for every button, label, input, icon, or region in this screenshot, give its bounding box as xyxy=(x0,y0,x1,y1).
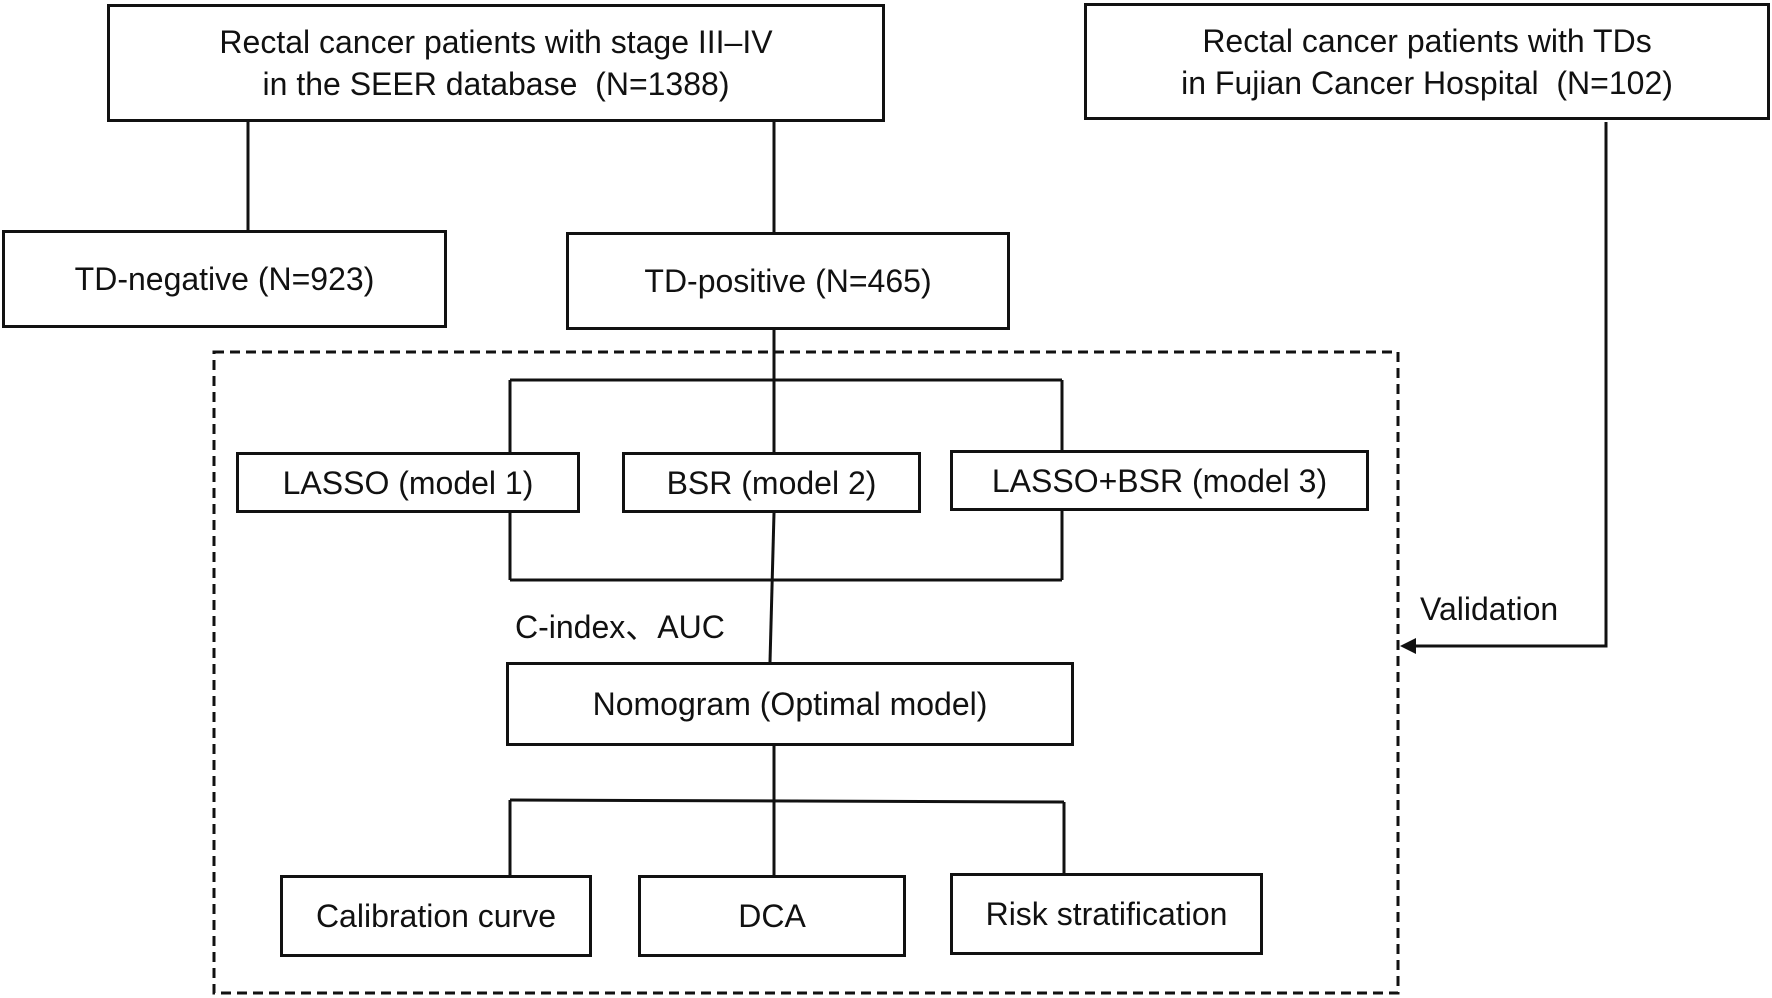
bsr-model-box: BSR (model 2) xyxy=(622,452,921,513)
nomogram-box: Nomogram (Optimal model) xyxy=(506,662,1074,746)
connector-outputs-bar xyxy=(509,798,1065,804)
lasso-bsr-model-label: LASSO+BSR (model 3) xyxy=(991,462,1328,499)
fujian-source-box: Rectal cancer patients with TDs in Fujia… xyxy=(1084,3,1770,120)
validation-label: Validation xyxy=(1420,591,1559,627)
lasso-model-box: LASSO (model 1) xyxy=(236,452,580,513)
calibration-curve-box: Calibration curve xyxy=(280,875,592,957)
lasso-model-label: LASSO (model 1) xyxy=(282,464,534,501)
fujian-source-line1: Rectal cancer patients with TDs xyxy=(1202,22,1652,59)
modelling-region-border xyxy=(212,350,1400,995)
td-positive-label: TD-positive (N=465) xyxy=(644,263,932,299)
risk-stratification-box: Risk stratification xyxy=(950,873,1263,955)
nomogram-label: Nomogram (Optimal model) xyxy=(592,686,988,722)
lasso-bsr-model-box: LASSO+BSR (model 3) xyxy=(950,450,1369,511)
seer-source-line2: in the SEER database (N=1388) xyxy=(262,66,730,102)
td-positive-box: TD-positive (N=465) xyxy=(566,232,1010,330)
seer-source-line1: Rectal cancer patients with stage III–IV xyxy=(219,24,773,60)
seer-source-box: Rectal cancer patients with stage III–IV… xyxy=(107,4,885,122)
dca-label: DCA xyxy=(738,898,806,934)
td-negative-label: TD-negative (N=923) xyxy=(74,261,375,297)
td-negative-box: TD-negative (N=923) xyxy=(2,230,447,328)
metrics-label: C-index、AUC xyxy=(515,609,725,645)
bsr-model-label: BSR (model 2) xyxy=(666,464,877,501)
validation-arrowhead xyxy=(1400,638,1416,654)
risk-stratification-label: Risk stratification xyxy=(985,896,1228,932)
connector-bsr-to-nomogram xyxy=(768,512,776,663)
fujian-source-line2: in Fujian Cancer Hospital (N=102) xyxy=(1181,64,1673,101)
calibration-curve-label: Calibration curve xyxy=(315,898,557,934)
validation-connector xyxy=(1412,122,1608,648)
dca-box: DCA xyxy=(638,875,906,957)
